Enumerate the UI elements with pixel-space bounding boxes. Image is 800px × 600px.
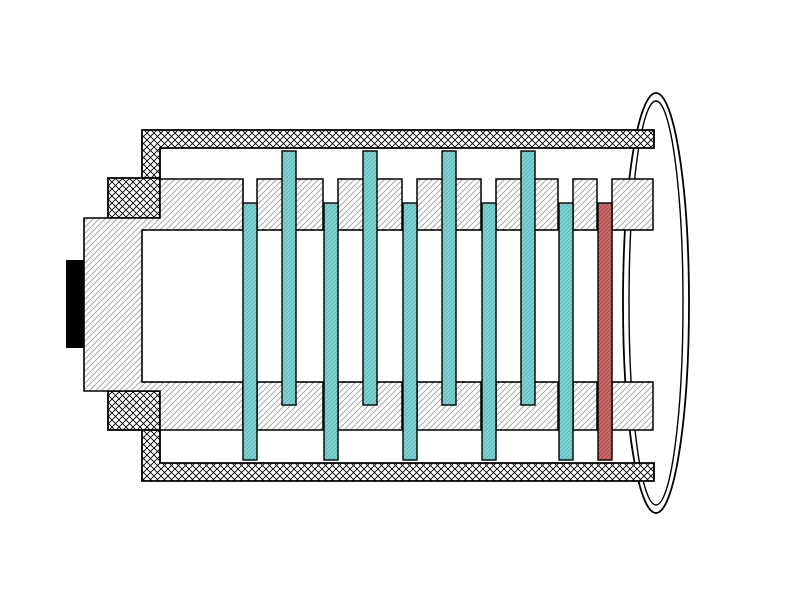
wafer-lower bbox=[558, 202, 574, 461]
wafer-upper bbox=[520, 150, 536, 406]
wafer-last bbox=[597, 202, 613, 461]
housing-shell-bottom bbox=[141, 429, 655, 482]
core-segment-bottom bbox=[572, 381, 598, 431]
core-segment-bottom bbox=[611, 381, 654, 431]
wafer-stack bbox=[242, 150, 613, 461]
housing-shoulder-bottom bbox=[107, 390, 161, 431]
wafer-lower bbox=[242, 202, 258, 461]
core-segment-top bbox=[572, 178, 598, 231]
core-segment-top bbox=[611, 178, 654, 231]
wafer-lower bbox=[323, 202, 339, 461]
front-ring bbox=[622, 92, 690, 514]
housing-shell bbox=[141, 129, 655, 179]
wafer-upper bbox=[362, 150, 378, 406]
tail-cap bbox=[66, 260, 84, 348]
wafer-upper bbox=[281, 150, 297, 406]
wafer-lower bbox=[481, 202, 497, 461]
housing-shoulder-top bbox=[107, 177, 161, 219]
wafer-lower bbox=[402, 202, 418, 461]
wafer-upper bbox=[441, 150, 457, 406]
